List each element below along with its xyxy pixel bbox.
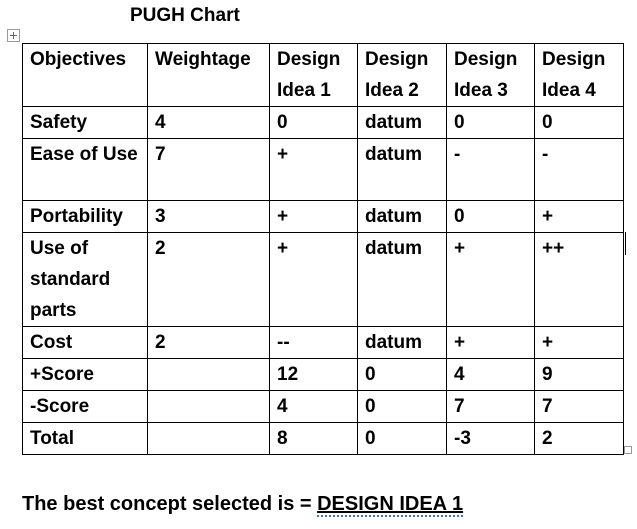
table-cell[interactable]: 12 [269,358,358,391]
table-cell[interactable]: + [269,138,358,201]
table-cell[interactable]: 0 [446,200,535,233]
table-cell[interactable]: ++ [534,232,624,327]
table-cell[interactable]: 0 [534,106,624,139]
pugh-table: Objectives Weightage Design Idea 1 Desig… [22,43,624,455]
table-cell[interactable] [147,358,270,391]
table-cell[interactable]: + [534,326,624,359]
row-label-cell[interactable]: Ease of Use [22,138,148,201]
header-row: Objectives Weightage Design Idea 1 Desig… [22,43,624,107]
row-label-cell[interactable]: Safety [22,106,148,139]
table-cell[interactable]: + [269,232,358,327]
table-cell[interactable]: 8 [269,422,358,455]
table-move-handle-icon[interactable] [7,29,20,42]
table-cell[interactable]: datum [357,200,447,233]
table-cell[interactable]: datum [357,232,447,327]
text-cursor [625,232,626,255]
table-cell[interactable]: 0 [446,106,535,139]
table-cell[interactable]: + [534,200,624,233]
pugh-table-body: Objectives Weightage Design Idea 1 Desig… [22,43,624,455]
table-cell[interactable]: 3 [147,200,270,233]
header-cell[interactable]: Design Idea 4 [534,43,624,107]
header-cell[interactable]: Design Idea 1 [269,43,358,107]
table-resize-handle[interactable] [624,446,632,454]
table-cell[interactable]: -- [269,326,358,359]
header-cell[interactable]: Weightage [147,43,270,107]
table-cell[interactable]: + [446,232,535,327]
table-cell[interactable]: datum [357,326,447,359]
table-cell[interactable]: 2 [534,422,624,455]
conclusion-prefix: The best concept selected is = [22,493,318,515]
table-cell[interactable]: 0 [357,422,447,455]
header-cell[interactable]: Objectives [22,43,148,107]
table-cell[interactable]: -3 [446,422,535,455]
header-cell[interactable]: Design Idea 2 [357,43,447,107]
row-label-cell[interactable]: Portability [22,200,148,233]
conclusion-text: The best concept selected is = DESIGN ID… [22,490,464,518]
table-cell[interactable]: 2 [147,232,270,327]
row-label-cell[interactable]: +Score [22,358,148,391]
table-cell[interactable]: 7 [446,390,535,423]
table-cell[interactable]: 2 [147,326,270,359]
table-cell[interactable]: 7 [534,390,624,423]
table-cell[interactable]: 9 [534,358,624,391]
table-cell[interactable]: + [446,326,535,359]
row-label-cell[interactable]: Total [22,422,148,455]
table-cell[interactable]: 4 [147,106,270,139]
row-label-cell[interactable]: Cost [22,326,148,359]
chart-title: PUGH Chart [130,5,240,26]
table-cell[interactable]: + [269,200,358,233]
table-cell[interactable]: 0 [357,390,447,423]
table-cell[interactable] [147,390,270,423]
table-cell[interactable]: 0 [269,106,358,139]
table-cell[interactable]: datum [357,106,447,139]
table-cell[interactable]: - [446,138,535,201]
row-label-cell[interactable]: Use of standard parts [22,232,148,327]
table-cell[interactable] [147,422,270,455]
table-cell[interactable]: 7 [147,138,270,201]
table-cell[interactable]: 4 [269,390,358,423]
selected-concept[interactable]: DESIGN IDEA 1 [317,493,464,517]
table-cell[interactable]: 4 [446,358,535,391]
table-cell[interactable]: 0 [357,358,447,391]
table-cell[interactable]: datum [357,138,447,201]
header-cell[interactable]: Design Idea 3 [446,43,535,107]
row-label-cell[interactable]: -Score [22,390,148,423]
table-cell[interactable]: - [534,138,624,201]
